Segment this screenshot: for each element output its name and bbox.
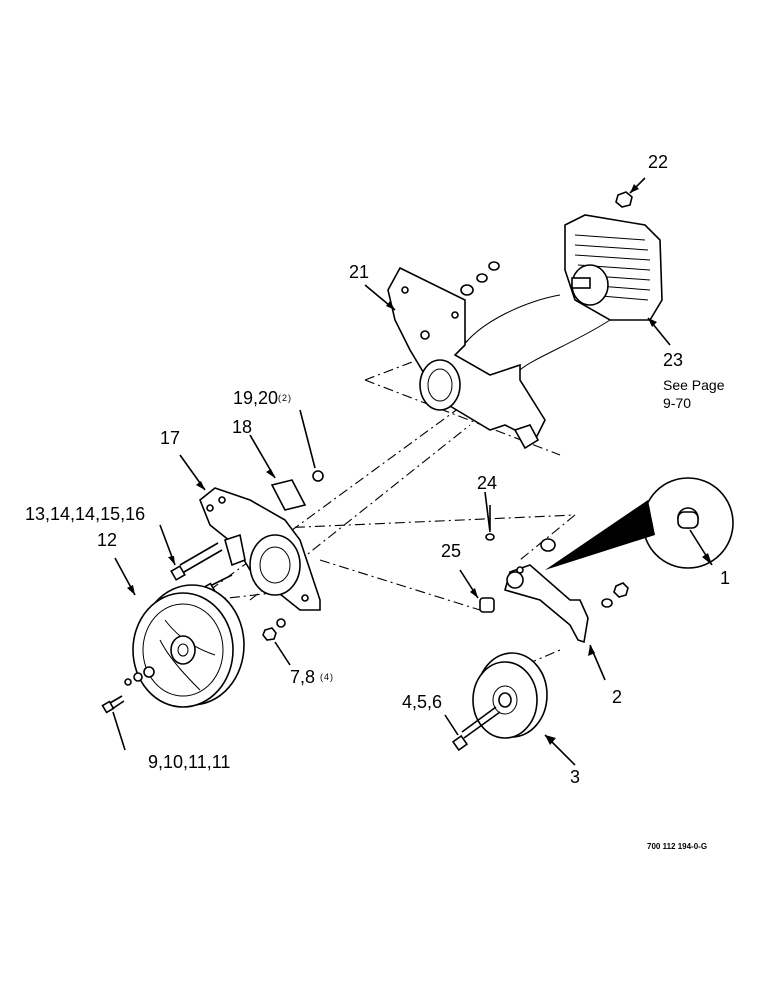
callout-19-20-qty: (2) — [278, 393, 293, 403]
callout-25: 25 — [441, 541, 462, 561]
bolt-4-5-6 — [444, 706, 501, 752]
callout-17: 17 — [160, 428, 181, 448]
callout-24: 24 — [477, 473, 498, 493]
bushing-25 — [459, 569, 495, 613]
callout-2: 2 — [612, 687, 623, 707]
washer-24 — [485, 505, 556, 552]
nut-22 — [615, 177, 646, 208]
see-page-line1: See Page — [663, 377, 725, 393]
callout-4-5-6: 4,5,6 — [402, 692, 443, 712]
callout-1: 1 — [720, 568, 731, 588]
bracket-21 — [387, 266, 546, 450]
callout-7-8-text: 7,8 — [290, 667, 316, 687]
callout-7-8-qty: (4) — [320, 672, 335, 682]
see-page-line2: 9-70 — [663, 395, 692, 411]
gasket-18 — [249, 434, 307, 511]
motor-washers — [460, 261, 500, 296]
mount-plate-17 — [179, 454, 321, 611]
motor-23 — [459, 214, 663, 371]
callout-12: 12 — [97, 530, 118, 550]
nuts-7-8 — [262, 618, 291, 666]
drive-pulley-12 — [114, 557, 245, 708]
idler-pulley-3 — [472, 652, 576, 766]
idler-nuts — [601, 582, 629, 608]
leader-lines — [364, 284, 671, 533]
callout-19-20-text: 19,20 — [233, 388, 279, 408]
bolt-19-20 — [299, 409, 324, 482]
bolt-13-16 — [159, 524, 233, 596]
callout-3: 3 — [570, 767, 581, 787]
callout-9-10-11: 9,10,11,11 — [148, 752, 231, 772]
callout-7-8: 7,8 (4) — [290, 667, 334, 687]
callout-23: 23 — [663, 350, 684, 370]
callout-22: 22 — [648, 152, 669, 172]
bearing-detail-1 — [545, 477, 734, 570]
callout-19-20: 19,20(2) — [233, 388, 292, 408]
drawing-number: 700 112 194-0-G — [647, 842, 708, 851]
callout-21: 21 — [349, 262, 370, 282]
hardware-9-10-11 — [101, 666, 155, 751]
callout-13-16: 13,14,14,15,16 — [25, 504, 146, 524]
idler-arm-2 — [504, 564, 606, 681]
callout-18: 18 — [232, 417, 253, 437]
